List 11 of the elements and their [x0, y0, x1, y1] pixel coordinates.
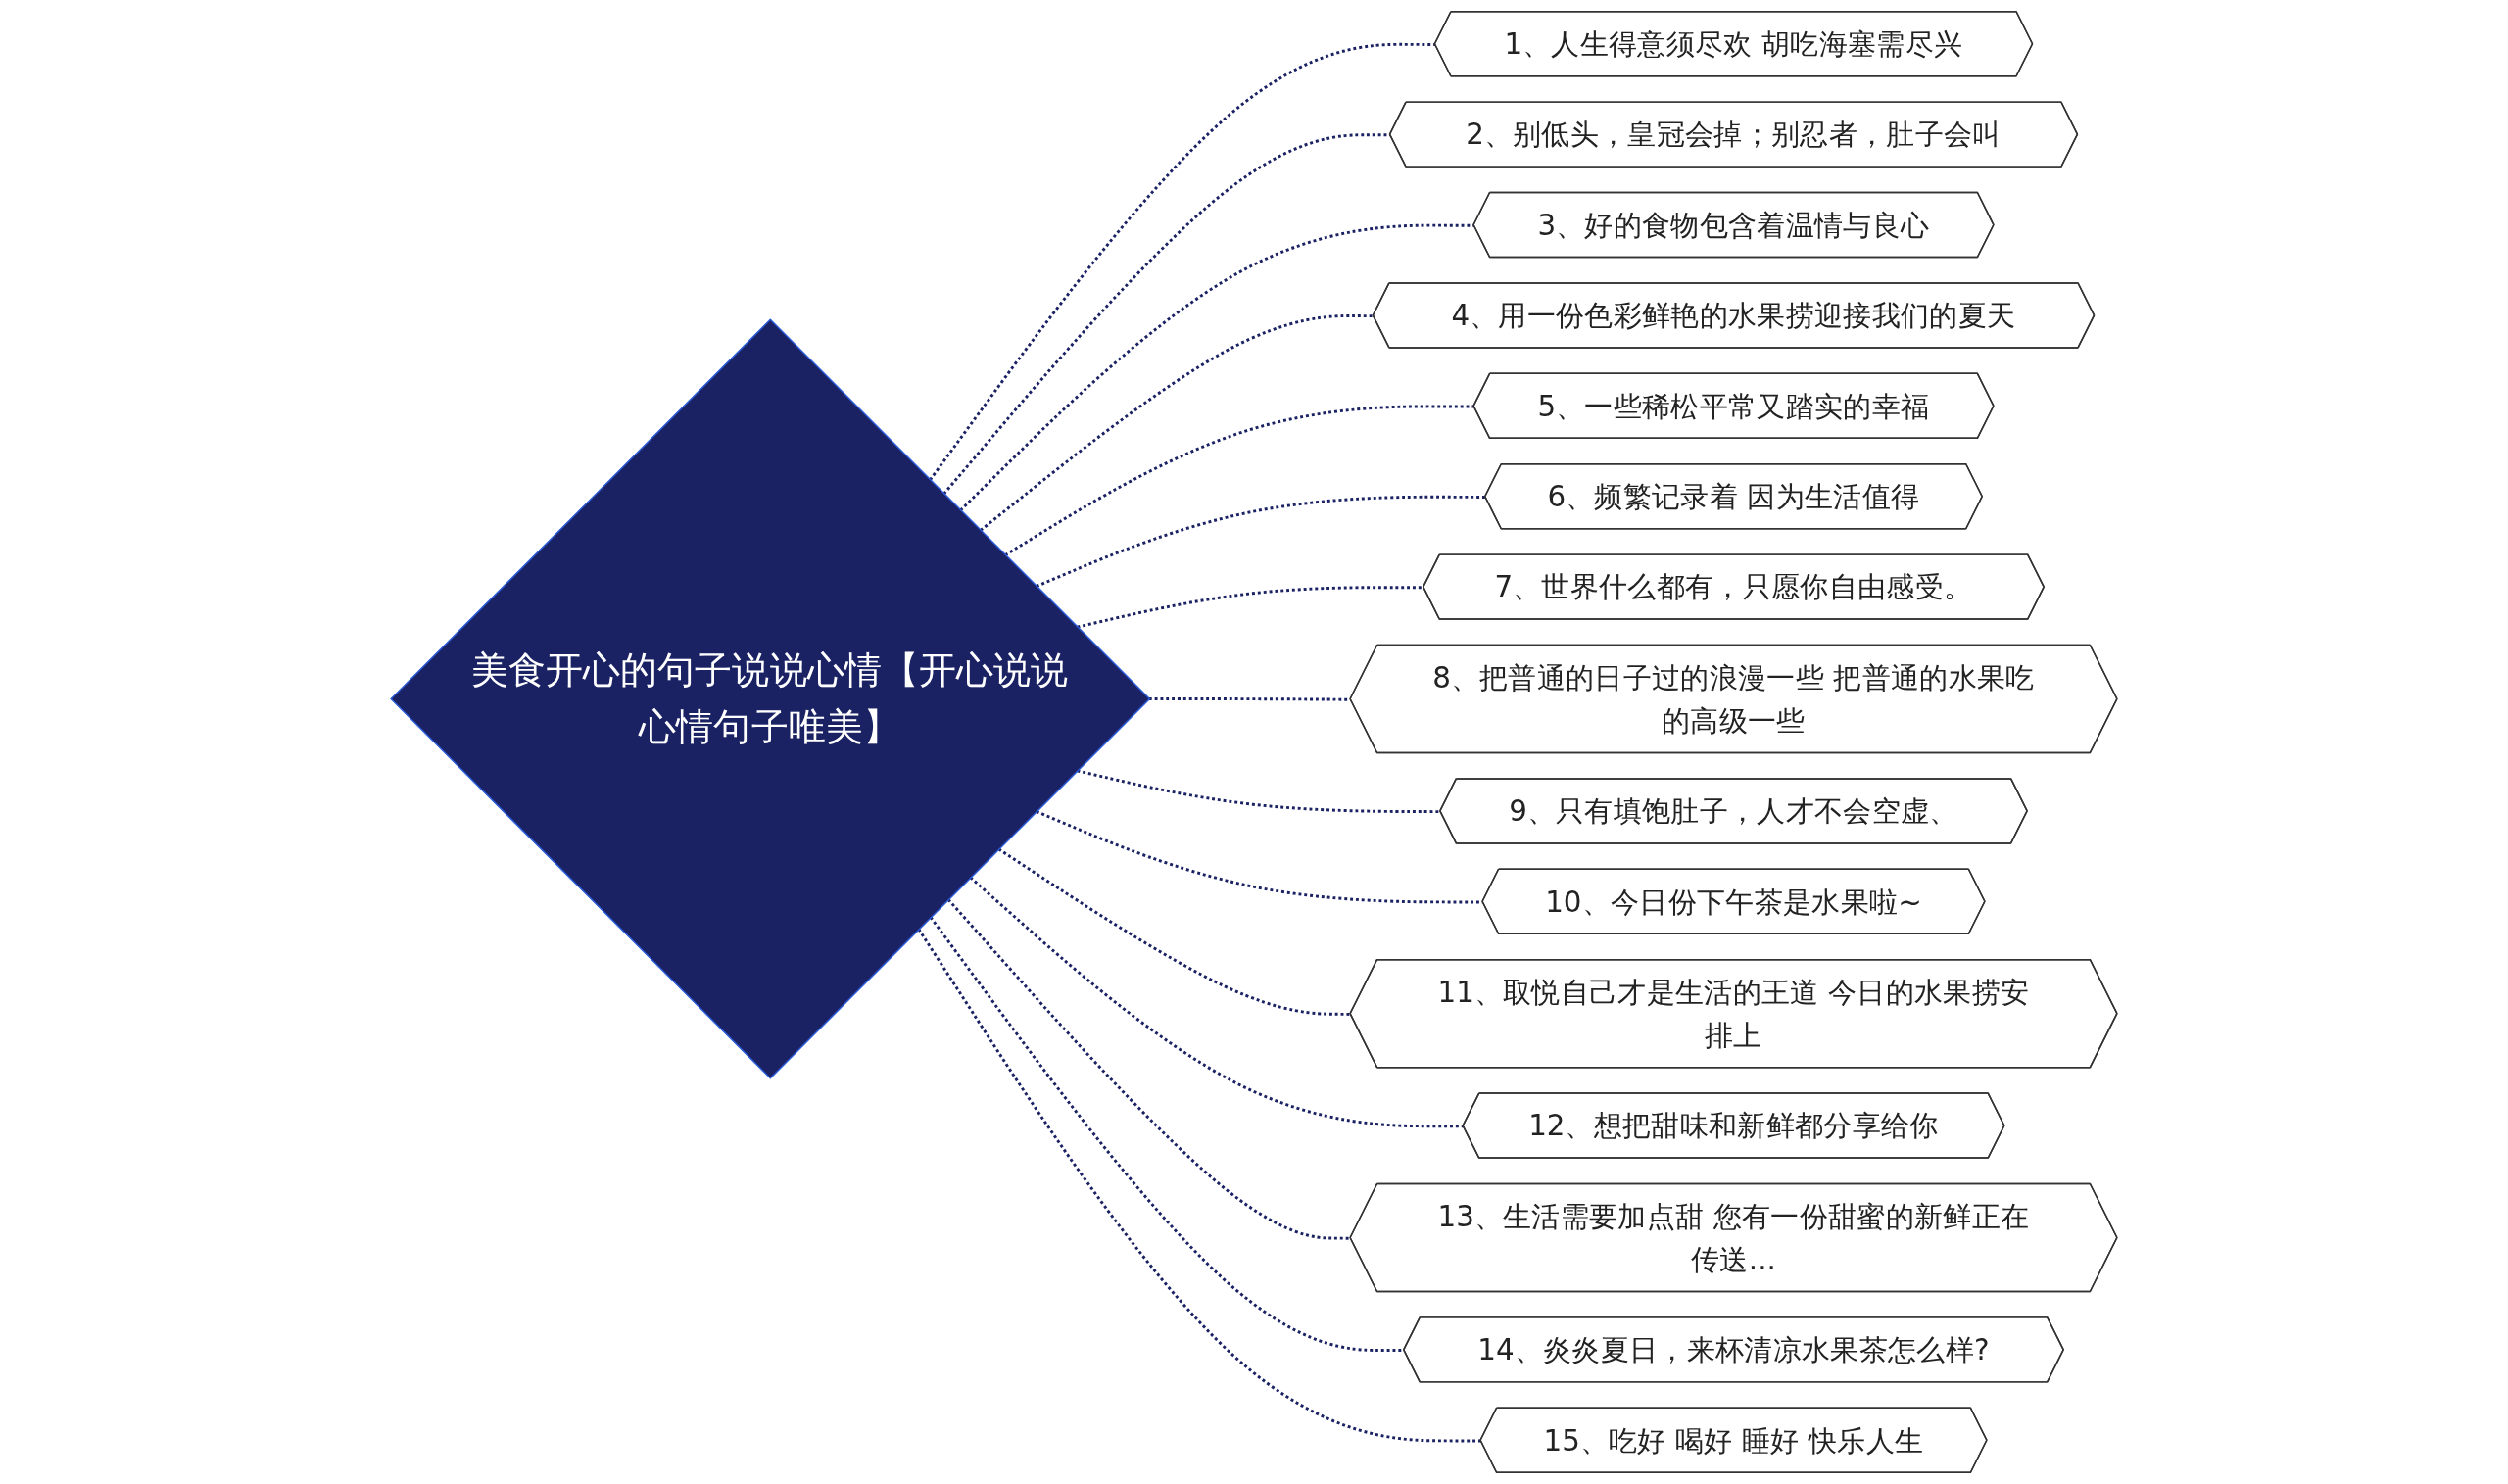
connector [979, 314, 1375, 532]
connector [1004, 405, 1474, 556]
connector [997, 847, 1351, 1016]
connector [969, 876, 1464, 1128]
connector [946, 898, 1351, 1240]
node-diamond: 美食开心的句子说说心情【开心说说心情句子唯美】 [390, 318, 1151, 1079]
connector [917, 928, 1481, 1443]
connector [1077, 586, 1424, 629]
connector [929, 42, 1436, 481]
connector [1036, 495, 1486, 588]
connector [1077, 769, 1441, 814]
